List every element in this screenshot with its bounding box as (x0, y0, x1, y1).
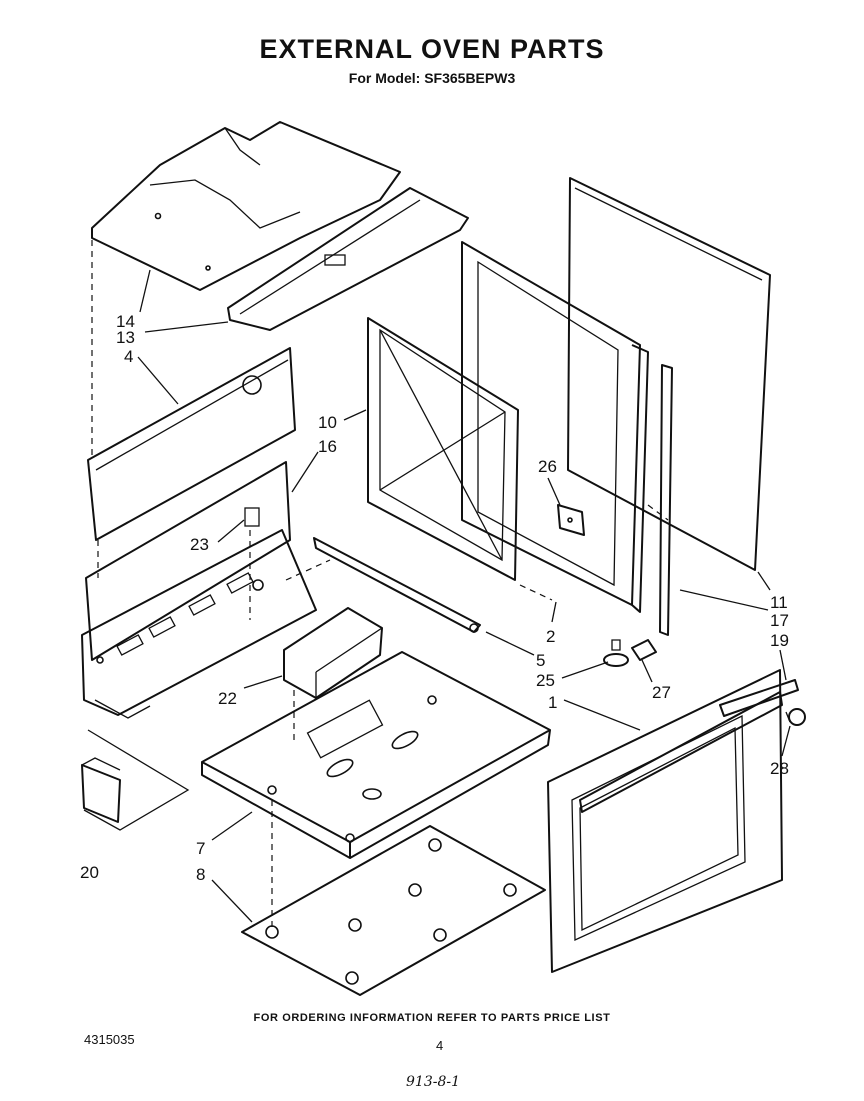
part-5-rail (313, 537, 481, 633)
part-2-door-frame (461, 241, 649, 613)
part-11-door-panel (567, 177, 771, 571)
callout-17: 17 (770, 611, 789, 630)
part-10-inner-frame (367, 317, 519, 581)
part-7-bottom-tray (201, 651, 551, 859)
document-number: 4315035 (84, 1032, 135, 1047)
part-16-side-panel (85, 461, 291, 661)
part-22-duct (283, 607, 383, 699)
assembly-lines (91, 240, 669, 930)
callout-20: 20 (80, 863, 99, 882)
callout-4: 4 (124, 347, 133, 366)
leader-lines (137, 269, 791, 923)
callout-26: 26 (538, 457, 557, 476)
part-28-connector (785, 708, 806, 726)
part-20-bracket (81, 729, 190, 831)
callout-19: 19 (770, 631, 789, 650)
lower-chassis-frame (81, 529, 317, 719)
part-26-hinge-bracket (557, 504, 585, 536)
part-8-base-plate (241, 825, 546, 996)
ordering-note: FOR ORDERING INFORMATION REFER TO PARTS … (253, 1012, 611, 1024)
part-19-switch (719, 679, 799, 717)
part-27-clip (631, 639, 657, 661)
callout-13: 13 (116, 328, 135, 347)
part-1-front-door (547, 669, 783, 973)
callout-16: 16 (318, 437, 337, 456)
callout-2: 2 (546, 627, 555, 646)
callout-5: 5 (536, 651, 545, 670)
callout-22: 22 (218, 689, 237, 708)
callout-25: 25 (536, 671, 555, 690)
part-14-top-cover (91, 121, 401, 291)
page-number: 4 (436, 1038, 444, 1053)
callout-14: 14 (116, 312, 135, 331)
part-4-shield (87, 347, 296, 541)
callout-28: 28 (770, 759, 789, 778)
part-13-rear-channel (227, 187, 469, 331)
callout-1: 1 (548, 693, 557, 712)
callout-8: 8 (196, 865, 205, 884)
handwritten-note: 913-8-1 (406, 1074, 460, 1090)
callout-27: 27 (652, 683, 671, 702)
part-25-knob (603, 639, 629, 667)
callout-labels: 14 13 4 10 16 26 23 11 17 19 2 5 25 27 1… (80, 312, 789, 884)
callout-10: 10 (318, 413, 337, 432)
callout-23: 23 (190, 535, 209, 554)
callout-11: 11 (770, 593, 788, 612)
model-subtitle: For Model: SF365BEPW3 (348, 70, 516, 86)
part-17-gasket (659, 364, 673, 636)
callout-7: 7 (196, 839, 205, 858)
page-title: EXTERNAL OVEN PARTS (259, 34, 605, 64)
